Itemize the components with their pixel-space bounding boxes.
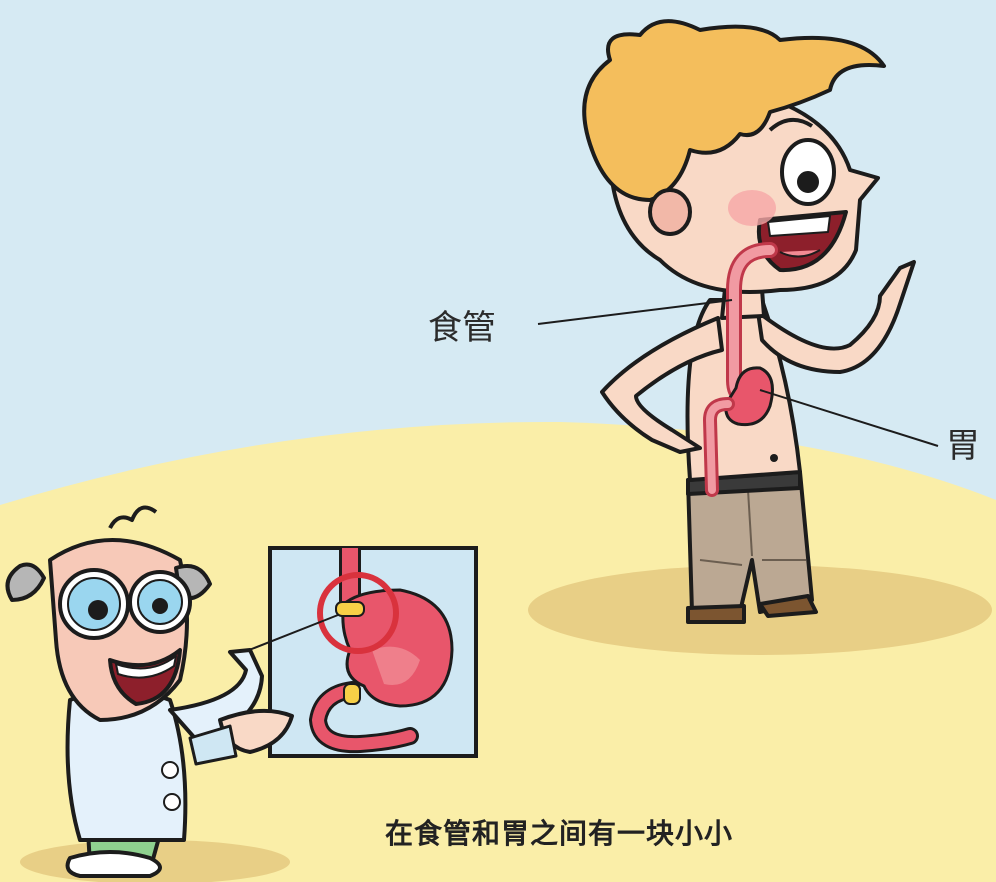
boy-hair [582, 19, 886, 202]
boy-shoe-left [686, 604, 746, 624]
scientist-shoe [65, 850, 162, 878]
stomach-label: 胃 [946, 426, 980, 466]
esophagus-label: 食管 [428, 308, 496, 348]
boy-stomach [724, 366, 774, 427]
stomach-pointer-line [759, 389, 939, 447]
boy-character [582, 19, 916, 624]
boy-blush [728, 190, 776, 226]
boy-eyebrow [768, 118, 814, 132]
stomach-inset-panel [268, 546, 478, 758]
boy-right-arm [756, 260, 916, 374]
boy-ear [648, 188, 692, 236]
boy-pupil [797, 171, 819, 193]
inset-highlight-circle [317, 572, 399, 654]
boy-navel [770, 454, 778, 462]
boy-left-arm [600, 316, 724, 454]
inset-upper-sphincter [335, 601, 365, 617]
esophagus-pointer-line [537, 299, 733, 325]
boy-teeth [767, 215, 831, 237]
boy-shoe-right [758, 594, 818, 618]
scientist-character [5, 505, 294, 878]
caption-text: 在食管和胃之间有一块小小 [385, 817, 734, 850]
inset-lower-sphincter [343, 683, 361, 705]
